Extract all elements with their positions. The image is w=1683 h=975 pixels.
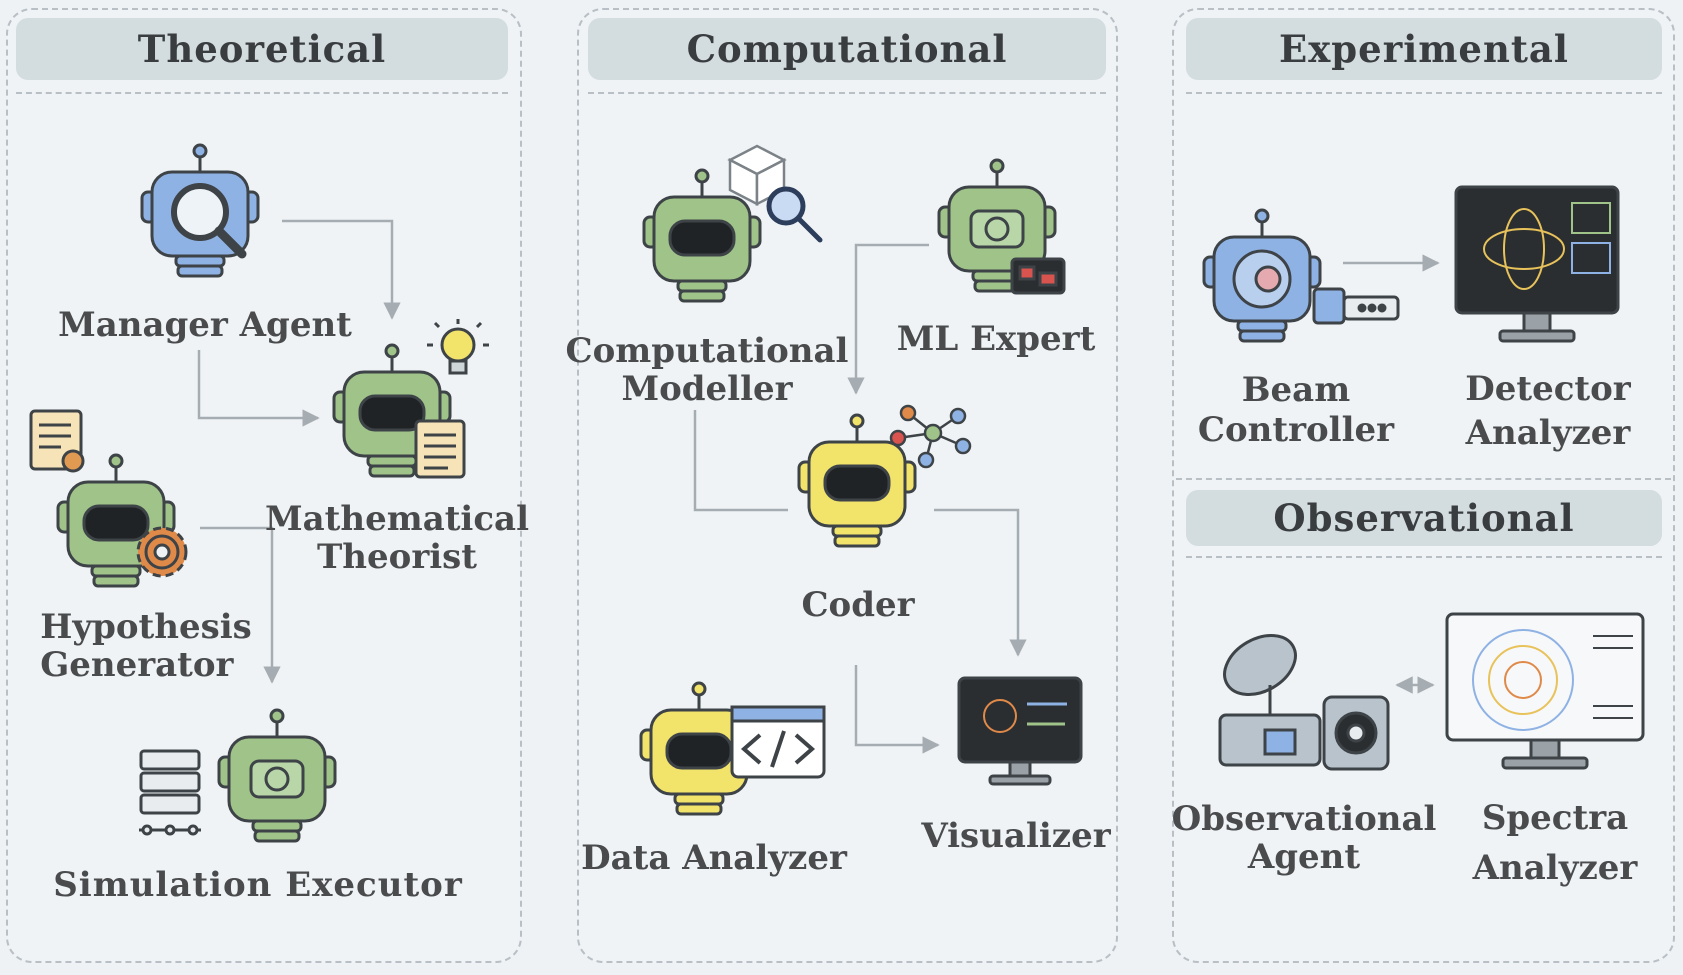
monitor-icon	[1454, 185, 1620, 343]
computational-modeller-robot	[642, 168, 762, 303]
simulation-executor-robot	[217, 708, 337, 843]
observational-header: Observational	[1186, 490, 1662, 546]
label-line: Controller	[1197, 410, 1395, 450]
label-line: Coder	[801, 585, 915, 625]
label-line: Analyzer	[1472, 848, 1638, 888]
label-line: Generator	[40, 645, 234, 685]
coder-robot	[797, 413, 917, 548]
label-line: Spectra	[1481, 798, 1629, 838]
beam-controller-robot	[1202, 208, 1322, 343]
experimental-observational-panel	[1172, 8, 1675, 963]
ml-expert-robot	[937, 158, 1057, 293]
beam-device-icon	[1312, 287, 1400, 325]
label-line: Hypothesis	[40, 607, 252, 647]
label-coder: Coder	[801, 586, 914, 624]
header-divider	[588, 92, 1106, 94]
label-line: Mathematical	[265, 499, 529, 539]
label-visualizer: Visualizer	[921, 817, 1110, 855]
label-data-analyzer: Data Analyzer	[581, 839, 847, 877]
label-line: Beam	[1241, 370, 1351, 410]
computational-header: Computational	[588, 18, 1106, 80]
label-ml-expert: ML Expert	[897, 320, 1096, 358]
satellite-dish-icon	[1218, 634, 1322, 767]
speaker-icon	[1322, 695, 1390, 771]
arrow-modeller-to-coder	[693, 410, 788, 512]
label-line: Simulation Executor	[53, 865, 463, 905]
label-line: Visualizer	[921, 816, 1111, 856]
gear-icon	[136, 526, 188, 578]
scroll-icon	[29, 409, 85, 473]
arrow-manager-to-theorist-2	[197, 350, 320, 427]
label-manager-agent: Manager Agent	[58, 306, 352, 344]
header-divider	[1186, 556, 1662, 558]
label-line: Agent	[1247, 837, 1361, 877]
label-line: Computational	[565, 331, 849, 371]
label-simulation-executor: Simulation Executor	[53, 866, 463, 904]
monitor-icon	[957, 676, 1083, 786]
magnifier-icon	[766, 186, 823, 243]
label-line: Observational	[1171, 799, 1437, 839]
lightbulb-icon	[427, 319, 489, 375]
cube-icon	[727, 144, 787, 207]
network-graph-icon	[889, 404, 972, 469]
monitor-icon	[1445, 612, 1645, 770]
code-window-icon	[730, 705, 826, 779]
experimental-header: Experimental	[1186, 18, 1662, 80]
scroll-icon	[414, 419, 466, 479]
header-divider	[1186, 92, 1662, 94]
arrow-manager-to-theorist	[282, 219, 401, 320]
arrow-ml-to-coder	[847, 243, 929, 395]
header-divider	[16, 92, 508, 94]
label-line: Analyzer	[1465, 413, 1631, 453]
label-line: Modeller	[621, 369, 793, 409]
theoretical-header: Theoretical	[16, 18, 508, 80]
arrow-hypothesis-to-simulation	[200, 526, 281, 684]
server-rack-icon	[139, 749, 201, 836]
label-line: Data Analyzer	[581, 838, 847, 878]
arrow-coder-to-visualizer	[934, 508, 1027, 657]
manager-agent-robot	[140, 143, 260, 278]
label-line: Theorist	[316, 537, 477, 577]
arrow-coder-to-data	[854, 665, 940, 754]
label-line: ML Expert	[896, 319, 1096, 359]
label-line: Manager Agent	[58, 305, 352, 345]
section-divider	[1176, 478, 1671, 480]
monitor-icon	[1010, 257, 1066, 295]
label-line: Detector	[1465, 369, 1631, 409]
